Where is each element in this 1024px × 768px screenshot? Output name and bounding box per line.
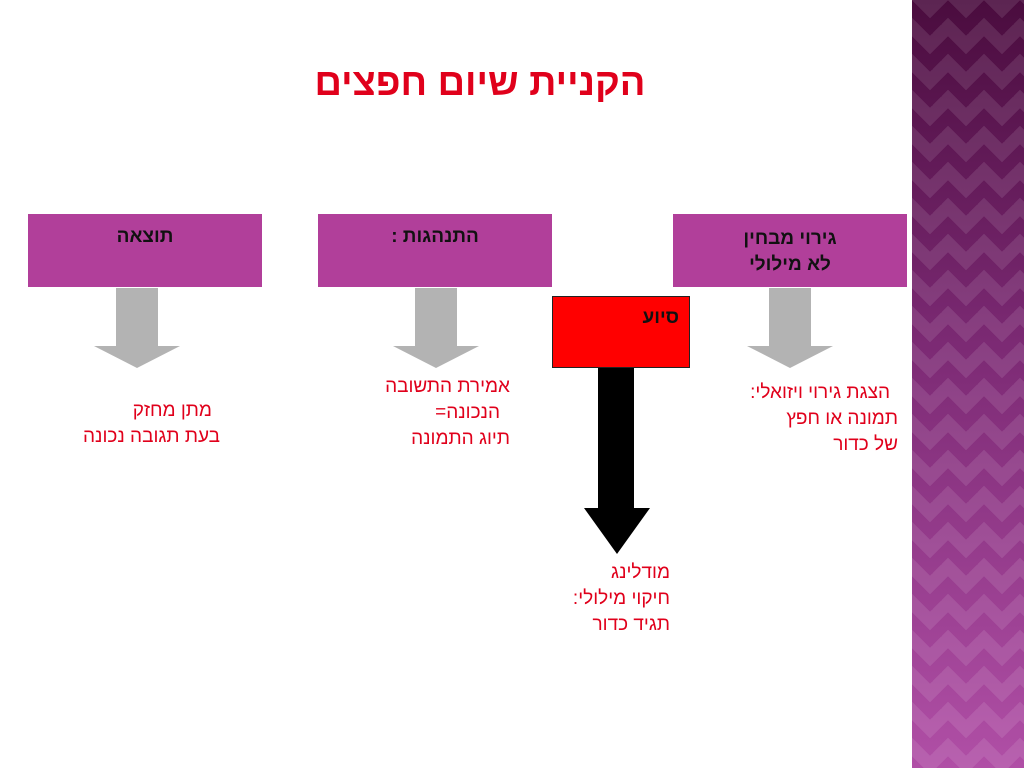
behavior-down-arrow-icon — [393, 288, 479, 368]
stimulus-description-line3: של כדור — [833, 434, 898, 455]
decorative-side-band — [912, 0, 1024, 768]
support-down-arrow-icon — [584, 368, 650, 554]
result-down-arrow-icon — [94, 288, 180, 368]
result-box-label: תוצאה — [116, 226, 174, 247]
behavior-description-line3: תיוג התמונה — [411, 428, 510, 449]
behavior-description: אמירת התשובה הנכונה= תיוג התמונה — [300, 374, 510, 452]
stimulus-box-line1: גירוי מבחין — [743, 228, 837, 249]
behavior-box-label: התנהגות : — [391, 226, 479, 247]
behavior-description-line1: אמירת התשובה — [385, 376, 510, 397]
stimulus-description-line2: תמונה או חפץ — [786, 408, 898, 429]
result-box: תוצאה — [28, 214, 262, 287]
behavior-box: התנהגות : — [318, 214, 552, 287]
behavior-description-line2: הנכונה= — [435, 402, 500, 423]
stimulus-down-arrow-icon — [747, 288, 833, 368]
support-box: סיוע — [552, 296, 690, 368]
result-description-line1: מתן מחזק — [132, 400, 212, 421]
support-box-label: סיוע — [642, 307, 679, 328]
result-description-line2: בעת תגובה נכונה — [83, 426, 220, 447]
support-description-line3: תגיד כדור — [592, 614, 671, 635]
result-description: מתן מחזק בעת תגובה נכונה — [28, 398, 220, 450]
stimulus-box: גירוי מבחין לא מילולי — [673, 214, 907, 287]
support-description-line2: חיקוי מילולי: — [572, 588, 670, 609]
stimulus-description-line1: הצגת גירוי ויזואלי: — [750, 382, 890, 403]
support-description: מודלינג חיקוי מילולי: תגיד כדור — [500, 560, 670, 638]
support-description-line1: מודלינג — [611, 562, 670, 583]
stimulus-description: הצגת גירוי ויזואלי: תמונה או חפץ של כדור — [680, 380, 898, 458]
slide-title: הקניית שיום חפצים — [314, 62, 646, 104]
stimulus-box-line2: לא מילולי — [749, 254, 831, 275]
